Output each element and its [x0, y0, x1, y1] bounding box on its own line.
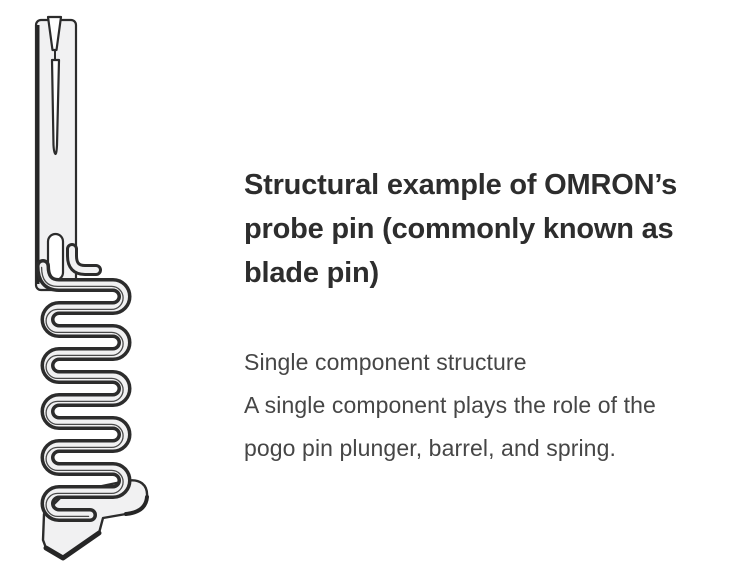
fork-notch	[46, 15, 63, 52]
blade-body	[34, 15, 78, 292]
blade-slot	[50, 58, 61, 156]
page-title: Structural example of OMRON’s probe pin …	[244, 169, 678, 289]
serpentine-spring	[36, 259, 132, 522]
description-text: Single component structure A single comp…	[244, 349, 656, 461]
probe-pin-figure	[0, 0, 190, 572]
blade-pin-drawing-icon	[34, 15, 149, 561]
caption-block: Structural example of OMRON’s probe pin …	[244, 163, 722, 470]
stub	[66, 243, 102, 276]
